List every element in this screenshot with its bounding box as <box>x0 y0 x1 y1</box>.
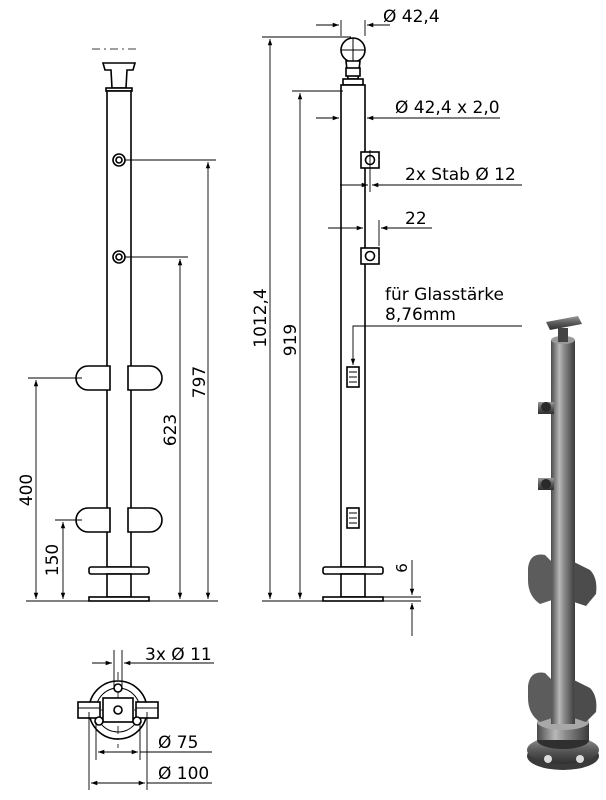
side-view: Ø 42,4 Ø 42,4 x 2,0 2x Stab Ø 12 22 für … <box>251 7 522 636</box>
dim-total-height: 1012,4 <box>251 288 271 347</box>
dim-797: 797 <box>190 366 210 398</box>
label-base-plate: Ø 100 <box>158 764 209 784</box>
dim-623: 623 <box>161 414 181 446</box>
dim-plate-thickness: 6 <box>393 563 411 573</box>
front-view: 797 623 400 150 <box>17 48 218 602</box>
label-top-ball: Ø 42,4 <box>383 7 440 27</box>
dim-tube-height: 919 <box>281 324 301 356</box>
label-tube: Ø 42,4 x 2,0 <box>395 98 500 118</box>
dim-400: 400 <box>17 474 37 506</box>
label-holder-gap: 22 <box>405 209 427 229</box>
label-bolt-circle: Ø 75 <box>158 733 198 753</box>
post-3d-render <box>527 316 599 770</box>
label-glass-2: 8,76mm <box>385 305 456 325</box>
label-base-holes: 3x Ø 11 <box>145 645 212 665</box>
dim-150: 150 <box>43 544 63 576</box>
label-glass-1: für Glasstärke <box>385 285 504 305</box>
label-rod-holders: 2x Stab Ø 12 <box>405 165 516 185</box>
bottom-view: 3x Ø 11 Ø 75 Ø 100 <box>77 645 214 790</box>
